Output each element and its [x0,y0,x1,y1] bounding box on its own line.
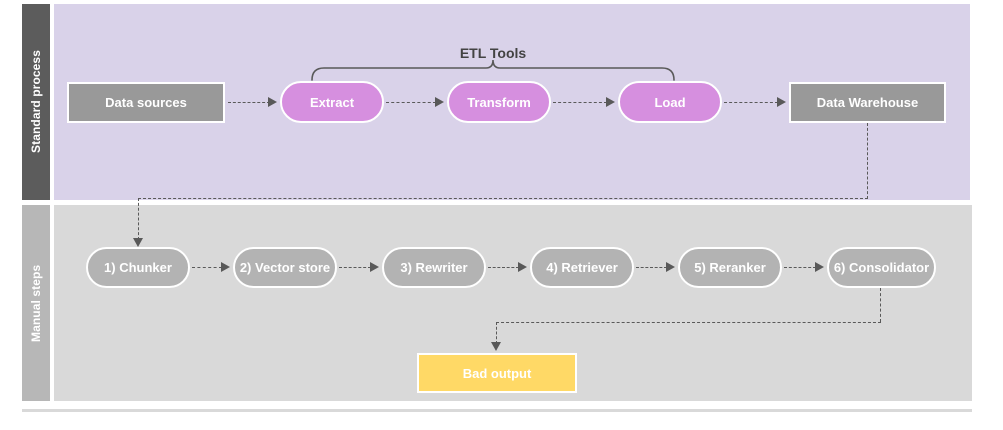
edge-reranker-to-consolidator [784,267,816,268]
edge-load-to-data-warehouse [724,102,778,103]
node-data-warehouse[interactable]: Data Warehouse [789,82,946,123]
node-consolidator[interactable]: 6) Consolidator [827,247,936,288]
node-bad-output[interactable]: Bad output [417,353,577,393]
node-vector-store[interactable]: 2) Vector store [233,247,337,288]
edge-arrowhead [518,262,527,272]
edge-arrowhead [491,342,501,351]
node-label: Data Warehouse [816,95,919,110]
node-label: 2) Vector store [239,260,331,275]
node-transform[interactable]: Transform [447,81,551,123]
edge-arrowhead [815,262,824,272]
edge-dw-to-chunker-drop [138,198,139,240]
edge-arrowhead [606,97,615,107]
swimlane-label-manual-steps: Manual steps [22,205,50,401]
edge-dw-to-chunker-vertical [867,123,868,199]
edge-vector-store-to-rewriter [339,267,371,268]
edge-arrowhead [435,97,444,107]
edge-arrowhead [133,238,143,247]
edge-arrowhead [777,97,786,107]
node-retriever[interactable]: 4) Retriever [530,247,634,288]
edge-arrowhead [221,262,230,272]
etl-tools-brace-icon [311,59,675,81]
edge-consolidator-to-output-vertical [880,288,881,322]
swimlane-label-standard-process: Standard process [22,4,50,200]
edge-consolidator-to-output-horizontal [496,322,881,323]
node-label: 6) Consolidator [833,260,930,275]
node-rewriter[interactable]: 3) Rewriter [382,247,486,288]
node-label: 5) Reranker [694,260,766,275]
edge-retriever-to-reranker [636,267,667,268]
node-label: Load [654,94,686,110]
etl-tools-label: ETL Tools [459,45,527,61]
node-data-sources[interactable]: Data sources [67,82,225,123]
node-label: Extract [309,94,355,110]
edge-dw-to-chunker-horizontal [138,198,868,199]
node-label: Transform [467,94,531,110]
node-chunker[interactable]: 1) Chunker [86,247,190,288]
edge-data-sources-to-extract [228,102,270,103]
edge-transform-to-load [553,102,607,103]
edge-arrowhead [268,97,277,107]
node-label: 1) Chunker [104,260,172,275]
edge-arrowhead [666,262,675,272]
edge-arrowhead [370,262,379,272]
node-label: 3) Rewriter [400,260,468,275]
node-label: Data sources [105,95,187,110]
node-extract[interactable]: Extract [280,81,384,123]
edge-extract-to-transform [386,102,436,103]
bottom-divider [22,409,972,412]
node-label: 4) Retriever [546,260,618,275]
node-label: Bad output [462,365,532,381]
edge-rewriter-to-retriever [488,267,519,268]
node-load[interactable]: Load [618,81,722,123]
node-reranker[interactable]: 5) Reranker [678,247,782,288]
edge-chunker-to-vector-store [192,267,222,268]
edge-consolidator-to-output-drop [496,322,497,344]
